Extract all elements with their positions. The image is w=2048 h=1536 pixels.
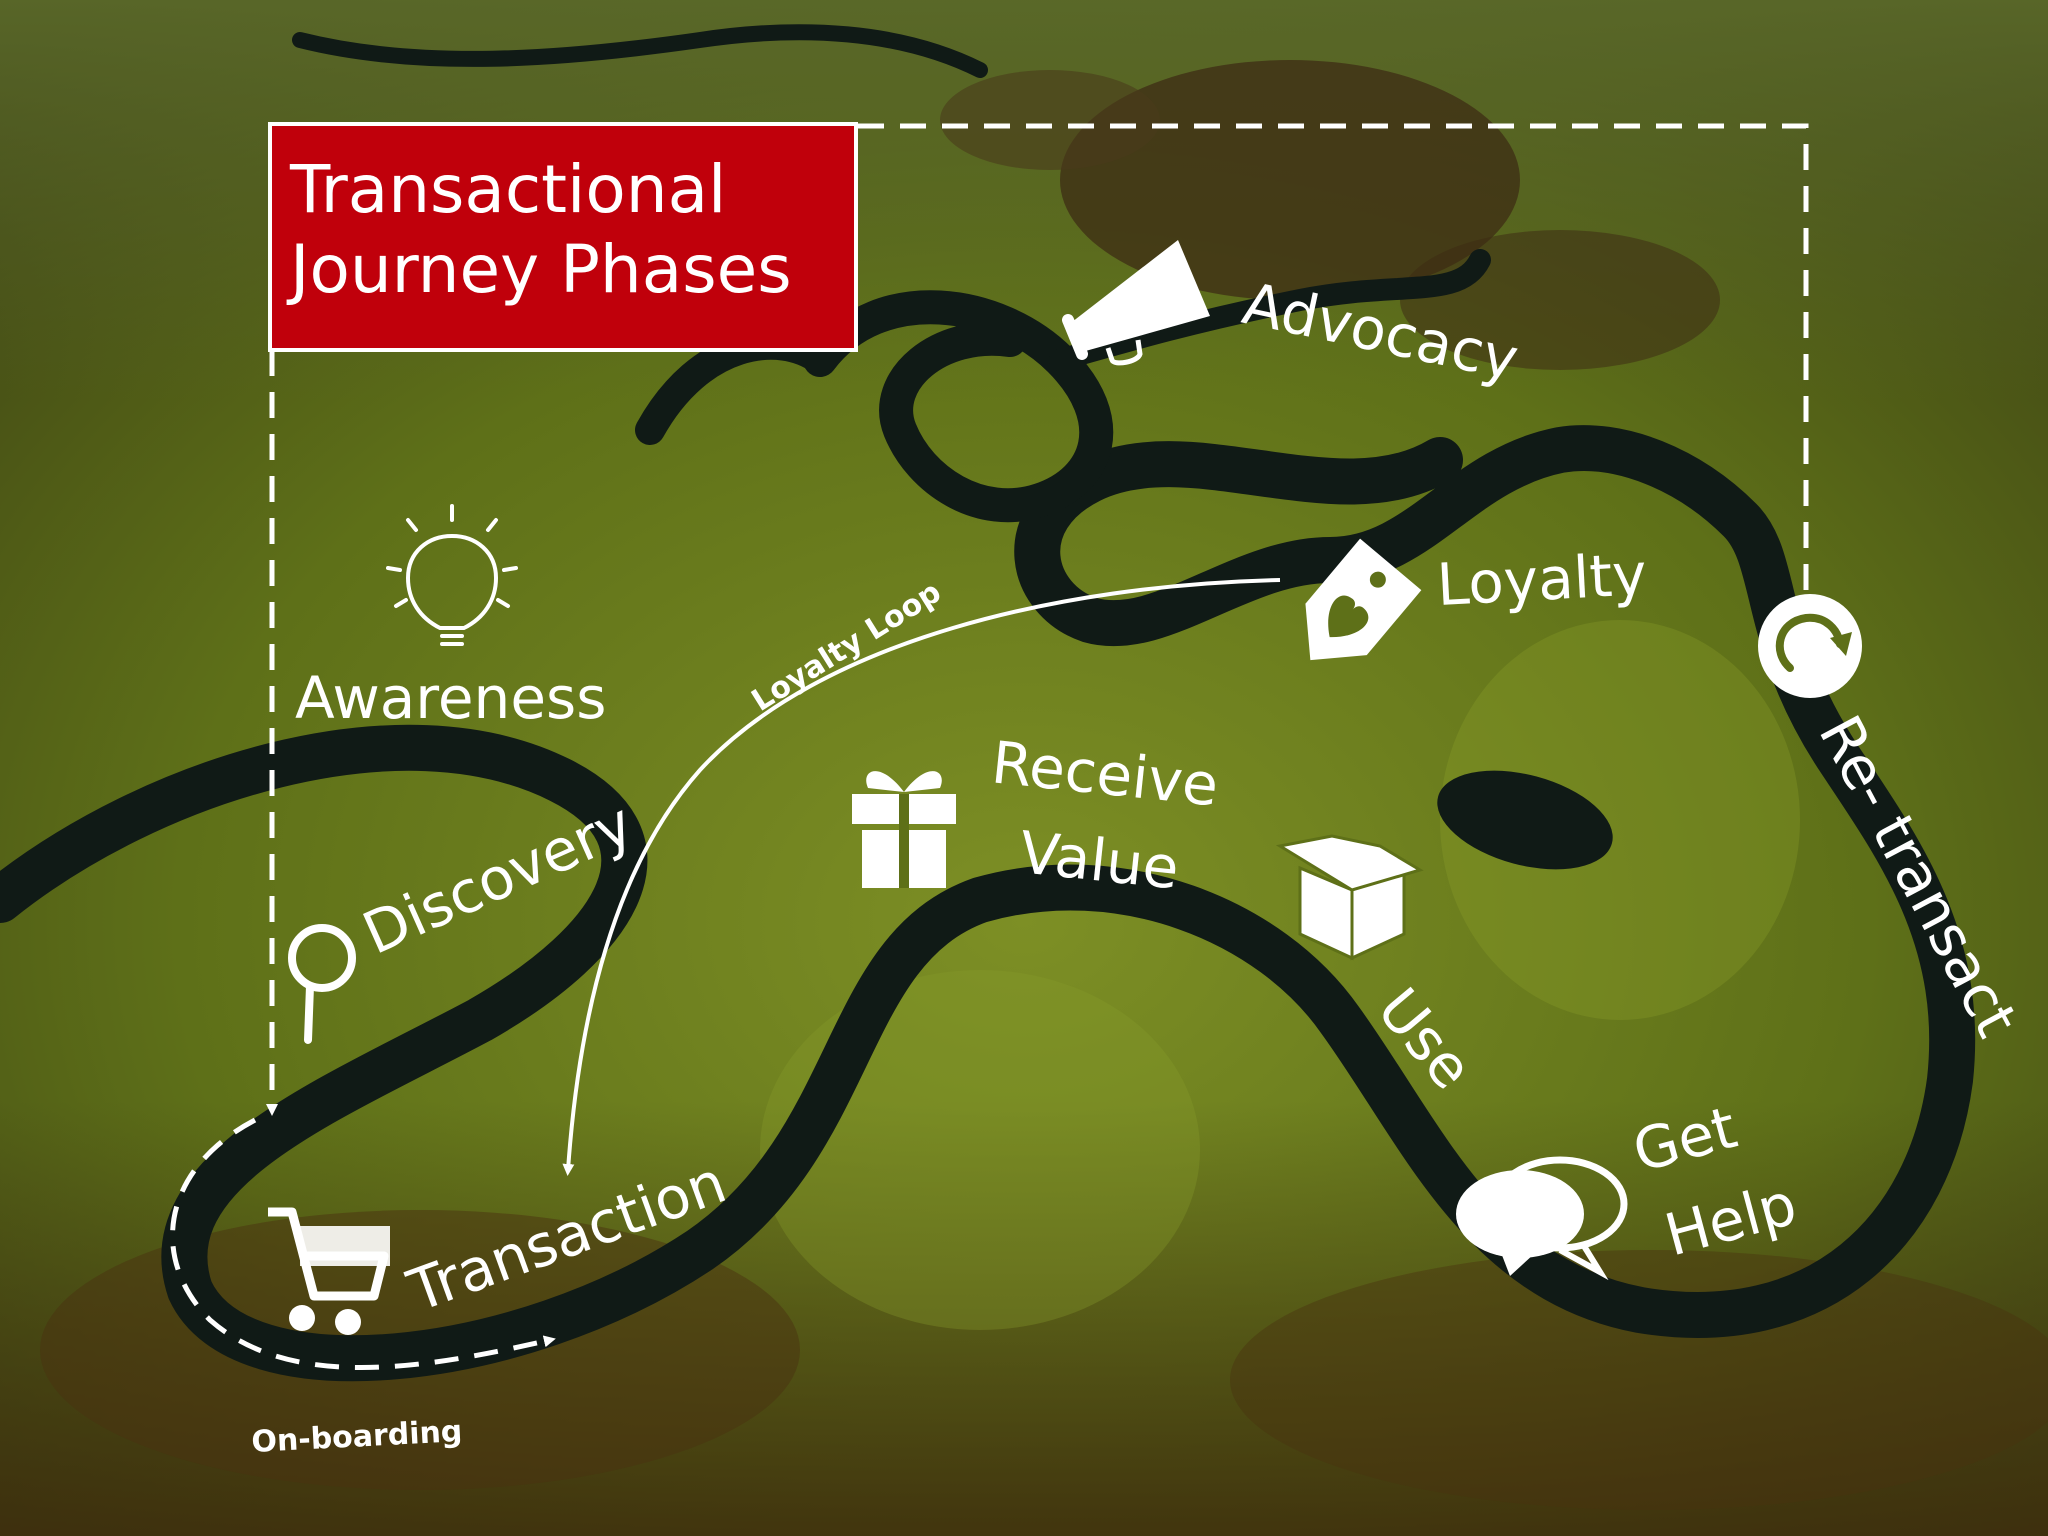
loyalty-loop-arrow — [562, 578, 1281, 1176]
title-box: Transactional Journey Phases — [268, 122, 858, 352]
title-line-2: Journey Phases — [286, 231, 792, 308]
journey-dashed-frame — [266, 123, 1809, 1116]
lightbulb-icon — [386, 504, 518, 646]
phase-loyalty: Loyalty — [1435, 540, 1648, 619]
megaphone-icon — [1062, 240, 1210, 366]
title-line-1: Transactional — [289, 151, 726, 228]
phase-receive-value-line-2: Value — [1017, 818, 1183, 902]
shopping-cart-icon — [268, 1207, 390, 1335]
open-box-icon — [1275, 834, 1424, 961]
magnifier-icon — [288, 924, 356, 1044]
phase-awareness: Awareness — [295, 664, 606, 732]
refresh-icon — [1758, 594, 1862, 698]
gift-icon — [852, 771, 956, 888]
speech-bubbles-icon — [1456, 1156, 1628, 1281]
heart-tag-icon — [1305, 538, 1422, 661]
onboarding-arrow — [170, 1117, 556, 1370]
